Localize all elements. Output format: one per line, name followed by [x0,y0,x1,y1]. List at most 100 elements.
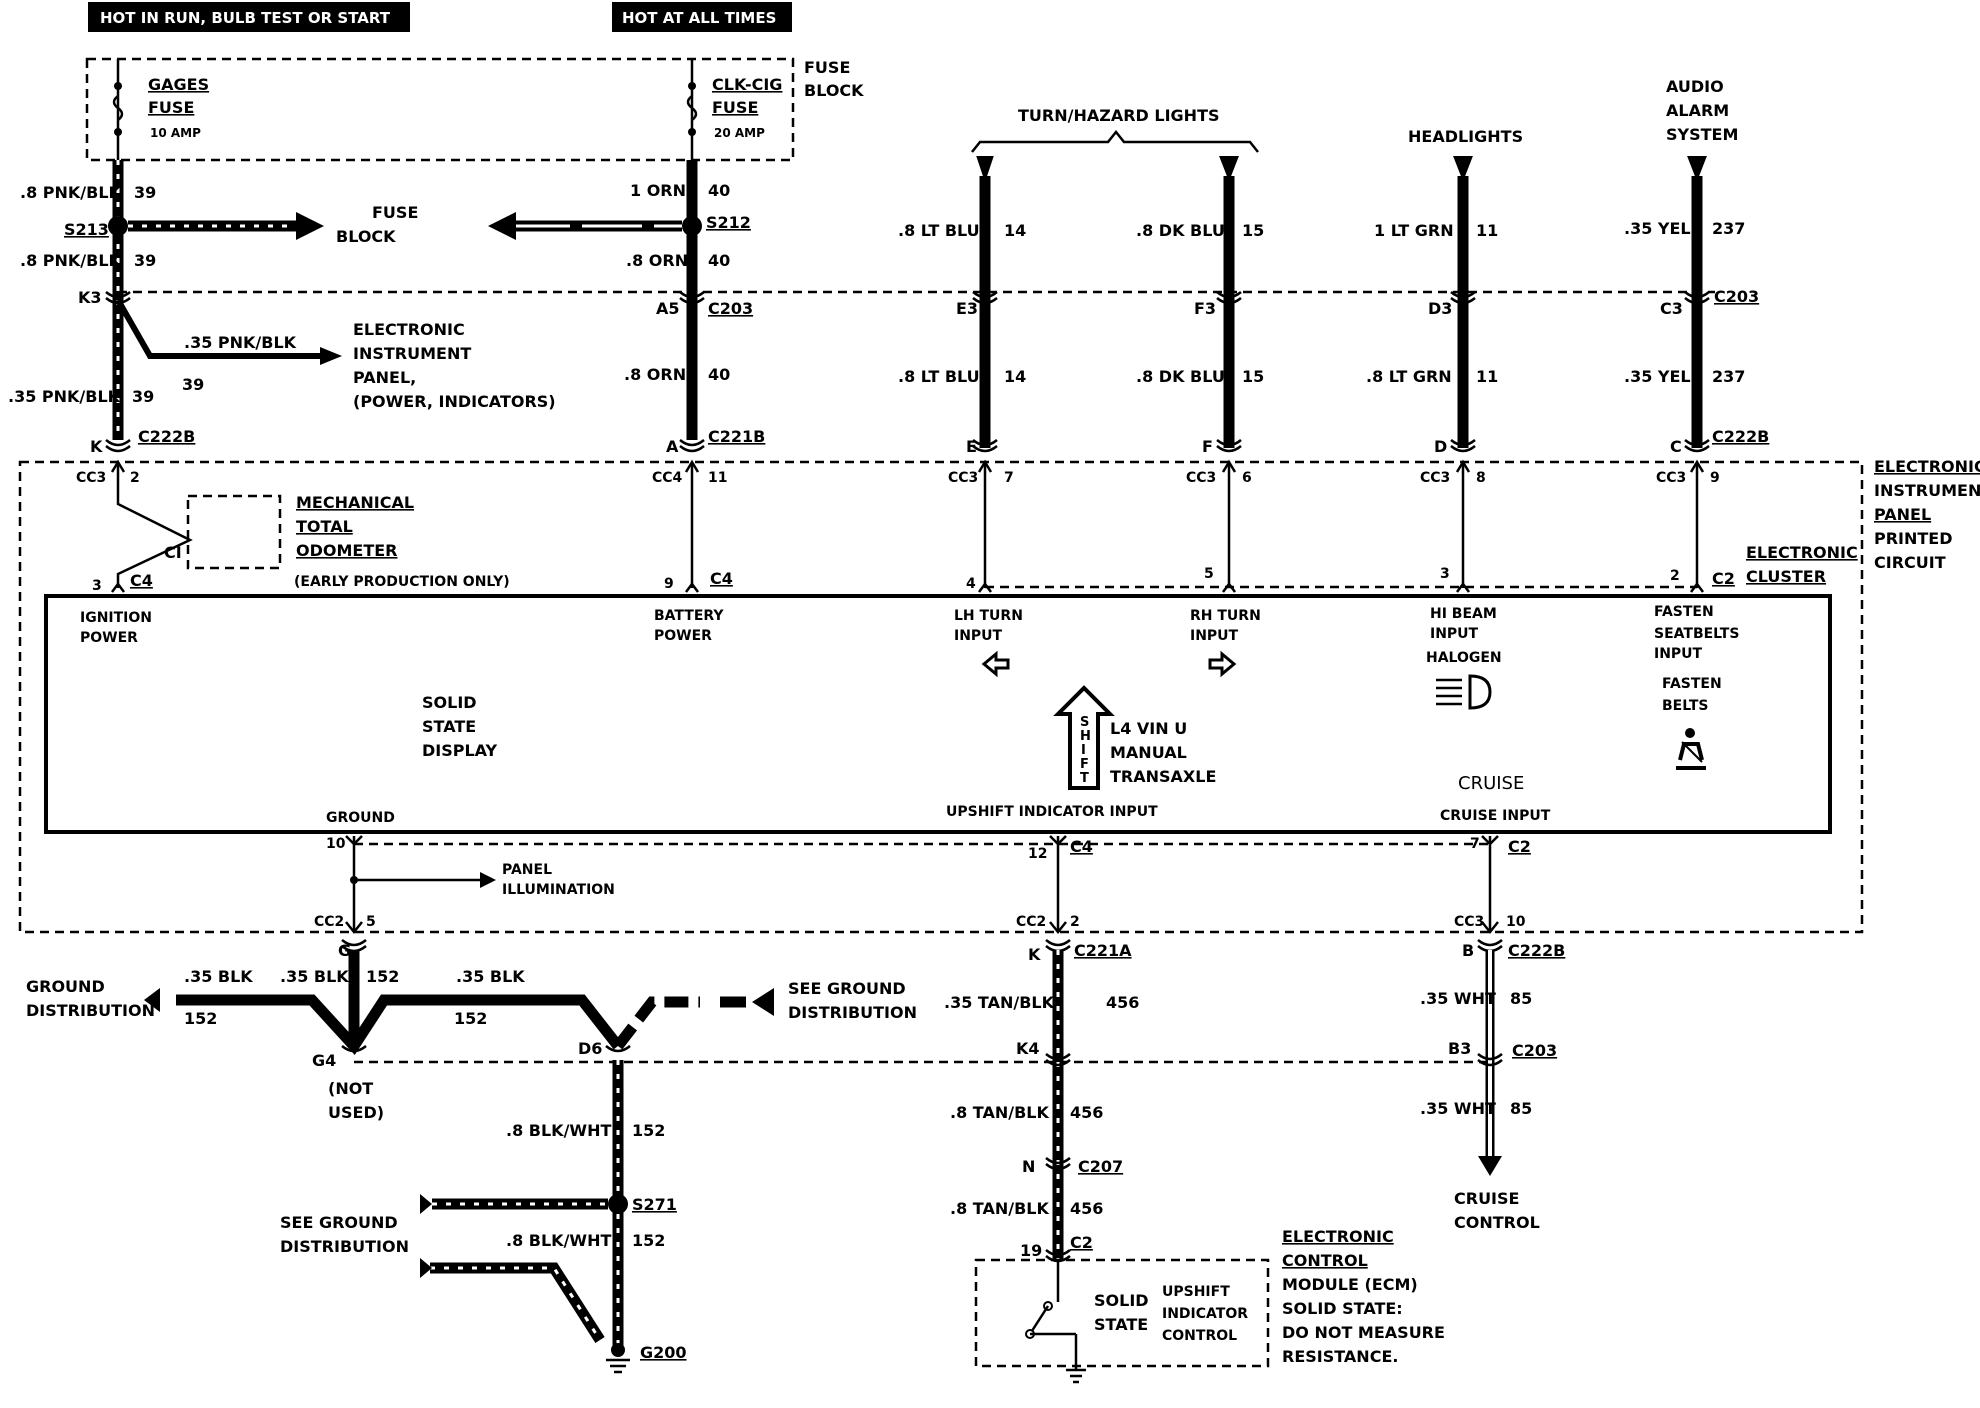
lh-turn-arrow-icon [981,650,1010,678]
wire-40 [488,160,705,453]
svg-text:.8 DK BLU: .8 DK BLU [1136,221,1225,240]
svg-text:HALOGEN: HALOGEN [1426,650,1502,666]
eip-printed-circuit-box [18,460,1864,934]
svg-text:(EARLY PRODUCTION ONLY): (EARLY PRODUCTION ONLY) [294,574,510,590]
svg-text:C4: C4 [710,569,733,588]
svg-text:INPUT: INPUT [954,628,1003,644]
splice-s213: S213 [64,220,109,239]
svg-text:10 AMP: 10 AMP [150,126,201,140]
svg-text:BLOCK: BLOCK [804,81,864,100]
ecm-switch [1025,1262,1086,1384]
svg-text:19: 19 [1020,1241,1042,1260]
svg-text:.8 LT BLU: .8 LT BLU [898,367,980,386]
svg-text:85: 85 [1510,1099,1532,1118]
svg-text:12: 12 [1028,846,1047,862]
svg-text:DISTRIBUTION: DISTRIBUTION [26,1001,155,1020]
svg-text:C222B: C222B [1508,941,1565,960]
fuse-block-label: FUSE [804,58,850,77]
high-beam-icon [1436,674,1492,710]
seatbelt-icon [1676,728,1706,770]
svg-text:4: 4 [966,576,976,592]
svg-text:CI: CI [164,543,182,562]
svg-text:.35 BLK: .35 BLK [184,967,253,986]
svg-text:10: 10 [1506,914,1526,930]
svg-text:11: 11 [1476,221,1498,240]
svg-text:ALARM: ALARM [1666,101,1729,120]
svg-text:D6: D6 [578,1039,602,1058]
wire-152 [144,939,774,1374]
svg-text:6: 6 [1242,470,1252,486]
svg-text:L4 VIN U: L4 VIN U [1110,719,1187,738]
svg-text:DISPLAY: DISPLAY [422,741,498,760]
svg-text:85: 85 [1510,989,1532,1008]
wire-14 [972,156,998,453]
svg-text:S: S [1080,715,1089,730]
wire-39 [105,160,342,453]
svg-text:.35 WHT: .35 WHT [1420,989,1496,1008]
svg-text:C2: C2 [1712,569,1735,588]
svg-text:152: 152 [454,1009,487,1028]
svg-text:ILLUMINATION: ILLUMINATION [502,882,615,898]
svg-text:INSTRUMENT: INSTRUMENT [1874,481,1980,500]
cluster-bottom-traces [345,835,1499,935]
svg-text:15: 15 [1242,367,1264,386]
svg-text:C2: C2 [1070,1233,1093,1252]
wire-237 [1684,156,1710,453]
svg-text:20 AMP: 20 AMP [714,126,765,140]
svg-text:K: K [90,437,103,456]
svg-text:456: 456 [1070,1103,1103,1122]
svg-text:SOLID STATE:: SOLID STATE: [1282,1299,1403,1318]
svg-text:N: N [1022,1157,1035,1176]
svg-text:LH TURN: LH TURN [954,608,1023,624]
svg-text:SEE GROUND: SEE GROUND [280,1213,398,1232]
turn-hazard-label: TURN/HAZARD LIGHTS [1018,106,1220,125]
svg-text:I: I [1081,743,1086,758]
svg-text:PRINTED: PRINTED [1874,529,1953,548]
svg-text:BLOCK: BLOCK [336,227,396,246]
svg-text:(NOT: (NOT [328,1079,373,1098]
svg-text:INPUT: INPUT [1190,628,1239,644]
svg-text:39: 39 [132,387,154,406]
svg-text:CONTROL: CONTROL [1282,1251,1368,1270]
svg-text:F3: F3 [1194,299,1216,318]
svg-text:39: 39 [182,375,204,394]
header-hot-in-run: HOT IN RUN, BULB TEST OR START [88,2,410,32]
svg-text:456: 456 [1070,1199,1103,1218]
svg-text:.8 PNK/BLK: .8 PNK/BLK [20,183,122,202]
svg-text:237: 237 [1712,367,1745,386]
svg-text:F: F [1202,437,1213,456]
svg-text:FUSE: FUSE [148,98,194,117]
svg-text:C3: C3 [1660,299,1683,318]
svg-text:K3: K3 [78,288,102,307]
svg-text:C221A: C221A [1074,941,1132,960]
pcb-traces [110,459,1705,593]
svg-text:.8 TAN/BLK: .8 TAN/BLK [950,1199,1049,1218]
svg-text:CC3: CC3 [948,470,978,486]
ecm-box [974,1258,1270,1368]
fuse-block-box [85,57,795,162]
svg-text:AUDIO: AUDIO [1666,77,1724,96]
shift-arrow-icon [1053,685,1115,790]
svg-text:G4: G4 [312,1051,336,1070]
svg-text:.35 BLK: .35 BLK [280,967,349,986]
svg-text:40: 40 [708,181,730,200]
svg-text:TOTAL: TOTAL [296,517,353,536]
svg-text:C222B: C222B [1712,427,1769,446]
svg-text:FUSE: FUSE [372,203,418,222]
svg-text:3: 3 [1440,566,1450,582]
svg-text:ELECTRONIC: ELECTRONIC [1874,457,1980,476]
svg-text:CC2: CC2 [1016,914,1046,930]
odometer-box [186,494,282,570]
svg-text:MODULE (ECM): MODULE (ECM) [1282,1275,1418,1294]
svg-text:.8 BLK/WHT: .8 BLK/WHT [506,1231,611,1250]
svg-text:FASTEN: FASTEN [1662,676,1722,692]
svg-text:G: G [338,941,351,960]
svg-text:SOLID: SOLID [422,693,477,712]
svg-text:MANUAL: MANUAL [1110,743,1187,762]
svg-text:.35 TAN/BLK: .35 TAN/BLK [944,993,1055,1012]
svg-text:5: 5 [1204,566,1214,582]
svg-text:INSTRUMENT: INSTRUMENT [353,344,471,363]
svg-text:GAGES: GAGES [148,75,209,94]
svg-text:152: 152 [184,1009,217,1028]
